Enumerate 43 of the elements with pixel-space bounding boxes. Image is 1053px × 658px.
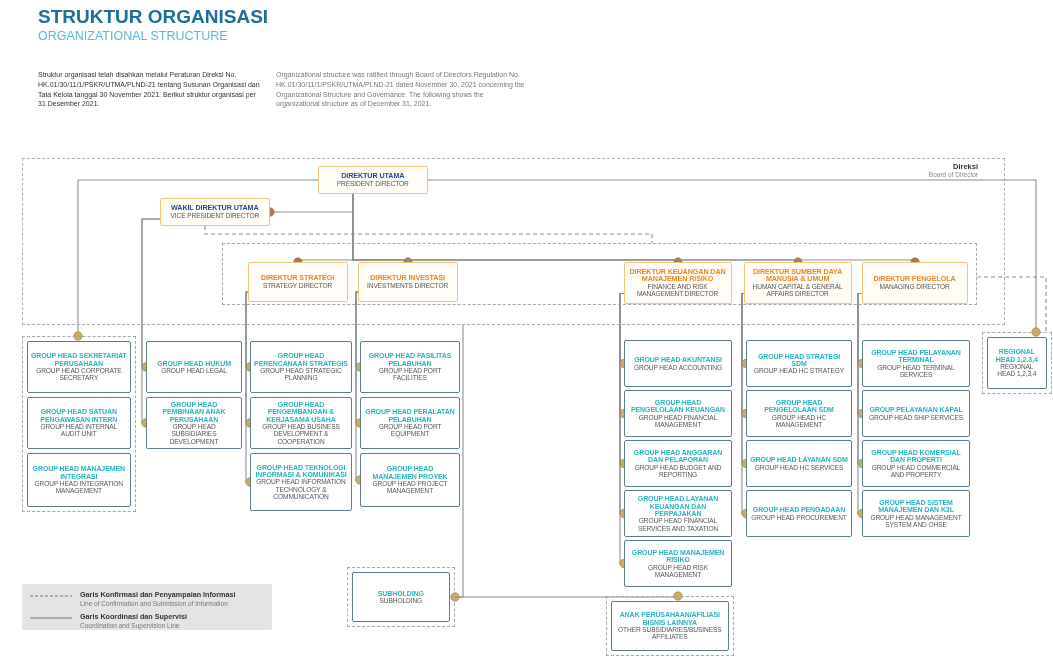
board-group [22, 158, 1005, 325]
unit-box [360, 341, 460, 393]
dashed-connector [204, 225, 653, 244]
unit-box [250, 341, 352, 393]
connector [141, 218, 161, 428]
unit-box [746, 440, 852, 487]
unit-box [624, 390, 732, 437]
director-box [317, 165, 428, 194]
connector [427, 179, 1041, 337]
dashed-connector [976, 276, 1047, 333]
unit-box [746, 490, 852, 537]
unit-box [624, 490, 732, 537]
unit-box [26, 396, 131, 449]
unit-box [862, 440, 970, 487]
unit-box [862, 490, 970, 537]
unit-box [146, 397, 242, 449]
director-box [861, 261, 968, 304]
subtitle: ORGANIZATIONAL STRUCTURE [38, 28, 229, 45]
unit-box [360, 453, 460, 507]
unit-box [746, 390, 852, 437]
director-box [623, 261, 732, 304]
unit-box [862, 340, 970, 387]
director-box [247, 261, 348, 302]
unit-box [862, 390, 970, 437]
title: STRUKTUR ORGANISASI [38, 6, 269, 28]
unit-box [26, 452, 131, 507]
unit-box [746, 340, 852, 387]
unit-box [146, 341, 242, 393]
director-box [357, 261, 458, 302]
unit-box [624, 540, 732, 587]
unit-box [250, 397, 352, 449]
connector [454, 591, 683, 601]
unit-box [624, 340, 732, 387]
dashed-group [221, 242, 977, 305]
unit-box [250, 453, 352, 511]
dashed-group [22, 336, 136, 512]
director-box [743, 261, 852, 304]
unit-box [624, 440, 732, 487]
unit-box [26, 340, 131, 393]
unit-box [360, 397, 460, 449]
connector [450, 324, 464, 602]
connector [73, 179, 319, 341]
director-box [159, 197, 270, 226]
